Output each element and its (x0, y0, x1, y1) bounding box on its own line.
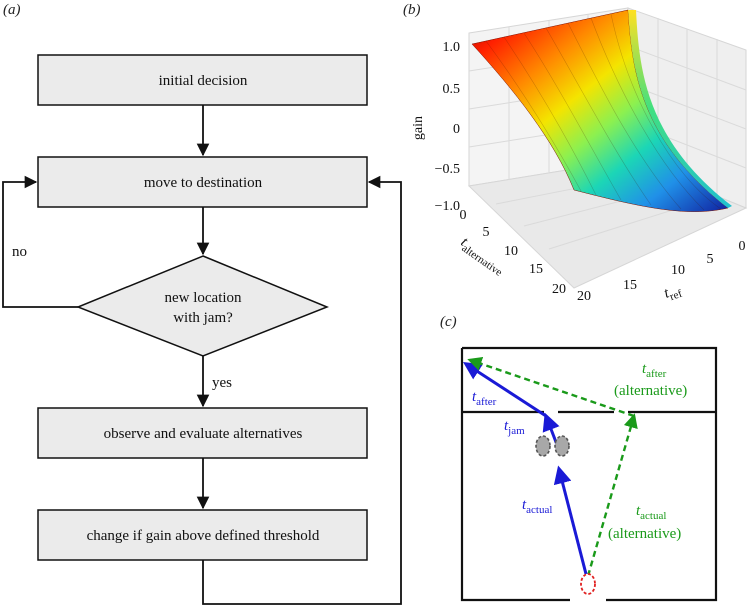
y-tick-5: 20 (577, 289, 591, 304)
y-axis-label: tref (662, 281, 684, 305)
surface-plot: 1.0 0.5 0 −0.5 −1.0 gain 0 5 10 15 20 ta… (411, 7, 748, 305)
y-tick-4: 15 (623, 278, 637, 293)
panel-label-c: (c) (440, 314, 457, 330)
z-axis-label: gain (411, 116, 426, 140)
y-tick-3: 10 (671, 263, 685, 278)
arrow-t-after (462, 362, 547, 418)
x-axis-label: talternative (456, 234, 508, 279)
decision-text-line1: new location (164, 290, 242, 306)
flowchart-diagram: initial decision move to destination new… (2, 54, 402, 605)
z-tick-1: 1.0 (443, 40, 461, 55)
label-t-jam: tjam (504, 418, 525, 437)
jam-agent-2 (554, 435, 570, 457)
move-to-destination-box (37, 156, 368, 208)
no-label: no (12, 244, 27, 260)
x-tick-5: 20 (552, 282, 566, 297)
observe-alternatives-box (37, 407, 368, 459)
x-tick-2: 5 (483, 225, 490, 240)
y-tick-1: 0 (739, 239, 746, 254)
z-tick-4: −0.5 (435, 162, 460, 177)
surface-mesh (485, 13, 722, 211)
observe-alternatives-text: observe and evaluate alternatives (104, 426, 303, 442)
arrow-return-loop (202, 175, 402, 605)
y-tick-2: 5 (707, 252, 714, 267)
new-location-jam-decision (75, 255, 330, 357)
change-threshold-text: change if gain above defined threshold (87, 528, 320, 544)
initial-decision-box (37, 54, 368, 106)
decision-text-line2: with jam? (173, 310, 233, 326)
room-walls (460, 346, 718, 602)
label-t-after: tafter (472, 389, 497, 408)
surface-plot-panel: (b) (396, 0, 752, 312)
x-tick-4: 15 (529, 262, 543, 277)
move-to-destination-text: move to destination (144, 175, 263, 191)
scenario-diagram: tafter tjam tactual tafter (alternative)… (460, 346, 718, 602)
panel-label-b: (b) (403, 2, 421, 18)
label-alt-actual-note: (alternative) (608, 526, 681, 542)
pedestrian-agent (580, 573, 596, 595)
z-tick-2: 0.5 (443, 82, 461, 97)
label-alt-after-note: (alternative) (614, 383, 687, 399)
arrow-alt-actual (586, 413, 638, 577)
label-alt-after: tafter (642, 361, 667, 380)
panel-label-a: (a) (3, 2, 21, 18)
z-tick-5: −1.0 (435, 199, 460, 214)
x-tick-3: 10 (504, 244, 518, 259)
flowchart-panel: (a) initial decision move to destination… (2, 2, 402, 605)
jam-agent-1 (535, 435, 551, 457)
scenario-panel: (c) tafter tjam (396, 312, 752, 609)
initial-decision-text: initial decision (159, 73, 248, 89)
surface-side-edge (628, 10, 732, 208)
arrow-t-actual (553, 465, 588, 575)
yes-label: yes (212, 375, 232, 391)
arrow-alt-after (467, 356, 635, 418)
change-threshold-box (37, 509, 368, 561)
label-t-actual: tactual (522, 497, 552, 516)
arrow-no-loop (2, 175, 78, 308)
z-tick-3: 0 (453, 122, 460, 137)
x-tick-1: 0 (460, 208, 467, 223)
label-alt-actual: tactual (636, 503, 666, 522)
